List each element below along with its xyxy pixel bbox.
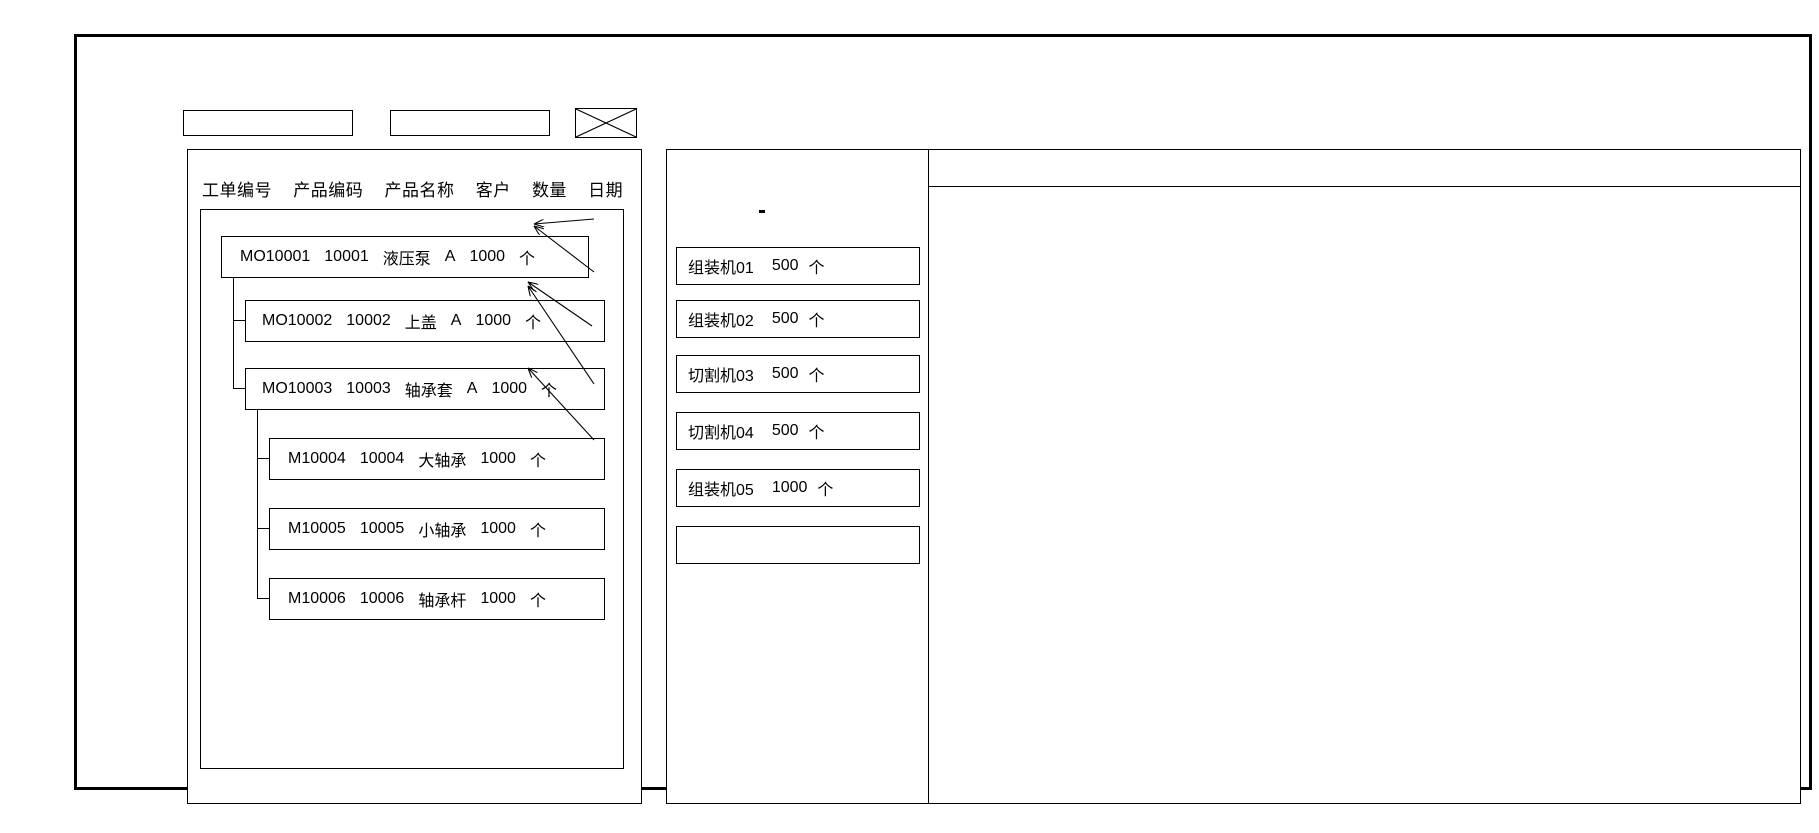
machine-quantity: 1000 [771,479,808,496]
cell-customer: A [444,248,456,265]
toolbar-input-field-2[interactable] [390,110,550,136]
tree-row[interactable]: M10004 10004 大轴承 1000 个 [269,438,605,480]
cell-product-code: 10005 [359,520,405,537]
cell-product-name: 小轴承 [418,523,467,540]
cell-quantity: 1000 [480,450,516,467]
machine-quantity: 500 [771,257,799,274]
tree-connector-sub-to-child-3 [257,410,270,599]
column-header-customer: 客户 [475,181,511,200]
machine-name: 组装机01 [688,260,754,277]
column-header-order-no: 工单编号 [202,181,272,200]
cell-unit: 个 [525,315,542,332]
cell-unit: 个 [519,251,536,268]
cell-product-name: 大轴承 [418,453,467,470]
tree-row[interactable]: M10006 10006 轴承杆 1000 个 [269,578,605,620]
cell-product-name: 液压泵 [382,251,431,268]
machine-name: 切割机03 [688,368,754,385]
tree-column-header-row: 工单编号 产品编码 产品名称 客户 数量 日期 [202,176,639,201]
cell-quantity: 1000 [480,520,516,537]
machine-name: 切割机04 [688,425,754,442]
machine-quantity: 500 [771,422,799,439]
cell-order-no: M10005 [288,520,346,537]
machine-quantity: 500 [771,365,799,382]
tree-row[interactable]: MO10003 10003 轴承套 A 1000 个 [245,368,605,410]
tree-row[interactable]: MO10001 10001 液压泵 A 1000 个 [221,236,589,278]
cell-quantity: 1000 [480,590,516,607]
machine-name: 组装机02 [688,313,754,330]
machine-unit: 个 [808,425,825,442]
work-order-tree-panel: 工单编号 产品编码 产品名称 客户 数量 日期 MO10001 10001 液压… [187,149,642,804]
toolbar-input-field-1[interactable] [183,110,353,136]
column-header-product-name: 产品名称 [384,181,455,200]
machine-assignment-panel: 组装机01 500 个 组装机02 500 个 切割机03 500 个 切割机0… [666,149,929,804]
machine-card[interactable]: 切割机03 500 个 [676,355,920,393]
machine-card[interactable]: 组装机05 1000 个 [676,469,920,507]
cell-product-name: 上盖 [404,315,437,332]
cell-order-no: MO10001 [240,248,311,265]
cell-quantity: 1000 [475,312,512,329]
image-placeholder-icon[interactable] [575,108,637,138]
tree-row[interactable]: M10005 10005 小轴承 1000 个 [269,508,605,550]
cell-order-no: MO10002 [262,312,333,329]
cell-product-code: 10002 [346,312,391,329]
cell-product-code: 10004 [359,450,405,467]
machine-name: 组装机05 [688,482,754,499]
cell-order-no: M10006 [288,590,346,607]
cell-quantity: 1000 [469,248,506,265]
tree-row[interactable]: MO10002 10002 上盖 A 1000 个 [245,300,605,342]
application-window-frame: 工单编号 产品编码 产品名称 客户 数量 日期 MO10001 10001 液压… [74,34,1812,804]
cell-product-name: 轴承套 [404,383,453,400]
machine-card[interactable]: 切割机04 500 个 [676,412,920,450]
cell-unit: 个 [541,383,558,400]
tree-connector-root-to-child-2 [233,278,246,389]
detail-panel-header-divider [929,186,1800,187]
column-header-product-code: 产品编码 [293,181,364,200]
cell-customer: A [466,380,478,397]
panel-dash-mark [759,210,765,213]
cell-product-name: 轴承杆 [418,593,467,610]
cross-glyph [576,109,636,137]
machine-unit: 个 [808,260,825,277]
cell-unit: 个 [529,593,546,610]
machine-unit: 个 [817,482,834,499]
machine-unit: 个 [808,368,825,385]
cell-product-code: 10006 [359,590,405,607]
column-header-date: 日期 [588,181,624,200]
column-header-quantity: 数量 [531,181,567,200]
cell-product-code: 10003 [346,380,391,397]
machine-card[interactable]: 组装机01 500 个 [676,247,920,285]
tree-scroll-container[interactable]: MO10001 10001 液压泵 A 1000 个 MO10002 10002… [200,209,624,769]
cell-order-no: M10004 [288,450,346,467]
cell-unit: 个 [529,523,546,540]
detail-panel [928,149,1801,804]
cell-order-no: MO10003 [262,380,333,397]
cell-quantity: 1000 [491,380,528,397]
machine-unit: 个 [808,313,825,330]
machine-card[interactable]: 组装机02 500 个 [676,300,920,338]
cell-customer: A [450,312,462,329]
cell-product-code: 10001 [324,248,369,265]
machine-quantity: 500 [771,310,799,327]
cell-unit: 个 [529,453,546,470]
machine-card-empty[interactable] [676,526,920,564]
